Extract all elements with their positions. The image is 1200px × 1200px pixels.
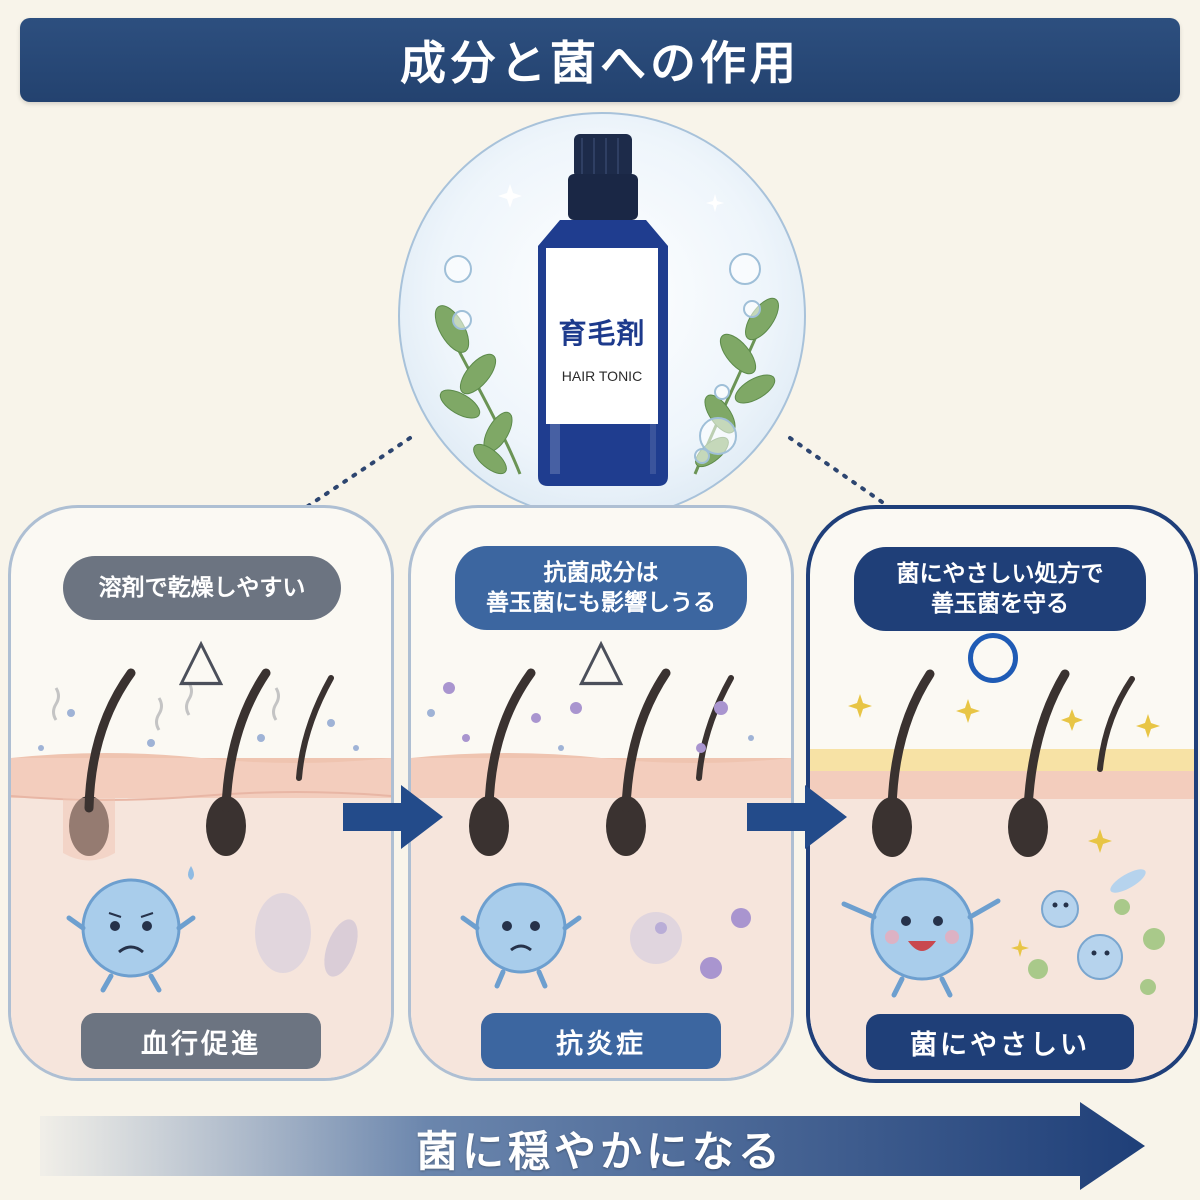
sparkle-icons [498, 184, 724, 212]
triangle-mark: △ [178, 624, 224, 692]
title-bar: 成分と菌への作用 [20, 18, 1180, 102]
leaf-left-icon [434, 305, 522, 475]
bottle-label: 育毛剤 HAIR TONIC [546, 248, 658, 424]
arrow-right-icon [747, 785, 847, 849]
sparkle-icons [848, 694, 1160, 957]
panel-microbe-friendly: 菌にやさしい処方で 善玉菌を守る ○ 菌にやさしい [806, 505, 1198, 1083]
panel-3-bottom-label: 菌にやさしい [866, 1014, 1134, 1070]
triangle-mark: △ [578, 624, 624, 692]
sad-microbe-icon [460, 882, 582, 989]
footer-arrow-text: 菌に穏やかになる [415, 1127, 784, 1176]
panel-3-top-label: 菌にやさしい処方で 善玉菌を守る [854, 547, 1146, 631]
faded-germ-icons [255, 893, 358, 977]
faded-germ-icons [630, 912, 682, 964]
page-title: 成分と菌への作用 [400, 36, 800, 90]
arrow-right-icon [343, 785, 443, 849]
happy-microbe-icon [841, 877, 1001, 998]
bubble-icons [444, 253, 761, 464]
product-name-en: HAIR TONIC [561, 368, 643, 384]
scalp-illustration [411, 668, 791, 1078]
product-name: 育毛剤 [558, 317, 646, 350]
good-bacteria-icons [1028, 869, 1165, 995]
panel-blood-circulation: 溶剤で乾燥しやすい △ 血行促進 [8, 505, 394, 1081]
progress-arrow [40, 1102, 1145, 1190]
panel-1-top-label: 溶剤で乾燥しやすい [63, 556, 341, 620]
sad-microbe-icon [66, 866, 196, 993]
panel-2-bottom-label: 抗炎症 [481, 1013, 721, 1069]
panel-1-bottom-label: 血行促進 [81, 1013, 321, 1069]
panel-2-top-label: 抗菌成分は 善玉菌にも影響しうる [455, 546, 747, 630]
scalp-illustration [11, 668, 391, 1078]
circle-mark: ○ [968, 633, 1018, 683]
panel-anti-inflammatory: 抗菌成分は 善玉菌にも影響しうる △ 抗炎症 [408, 505, 794, 1081]
